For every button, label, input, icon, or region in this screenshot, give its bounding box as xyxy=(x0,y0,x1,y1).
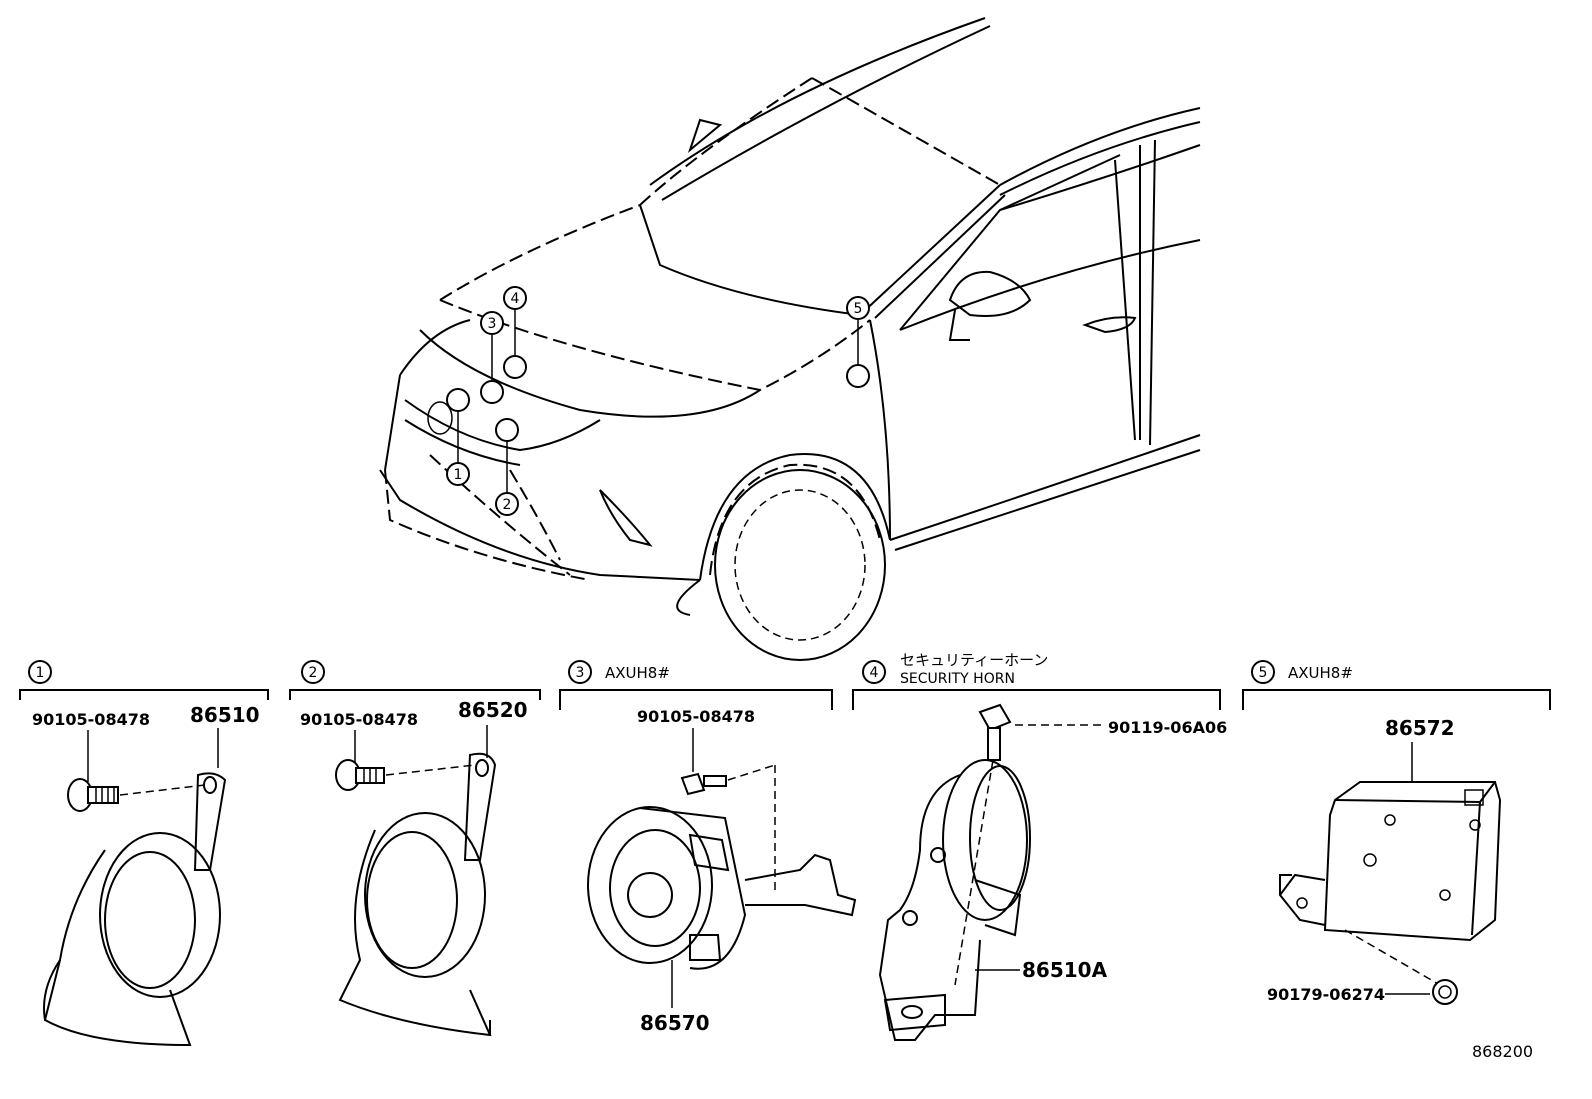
svg-text:3: 3 xyxy=(488,316,497,332)
horn-icon xyxy=(43,772,227,1047)
section-3-number: 3 xyxy=(576,665,585,681)
section-2: 2 90105-08478 86520 xyxy=(289,660,541,1037)
section-5-number: 5 xyxy=(1259,665,1268,681)
part-86570[interactable]: 86570 xyxy=(640,1011,710,1035)
section-4-note-jp: セキュリティーホーン xyxy=(900,651,1048,669)
section-3-note: AXUH8# xyxy=(605,664,670,682)
callout-5: 5 xyxy=(846,296,870,320)
part-90105-08478-s2[interactable]: 90105-08478 xyxy=(300,710,418,729)
section-2-number: 2 xyxy=(309,665,318,681)
part-90105-08478-s1[interactable]: 90105-08478 xyxy=(32,710,150,729)
callout-3: 3 xyxy=(480,311,504,335)
vehicle-illustration: 1 2 3 4 5 xyxy=(379,17,1201,661)
figure-code: 868200 xyxy=(1472,1042,1533,1061)
section-4-number: 4 xyxy=(870,665,879,681)
svg-text:4: 4 xyxy=(511,291,520,307)
part-86572[interactable]: 86572 xyxy=(1385,716,1455,740)
part-90179-06274[interactable]: 90179-06274 xyxy=(1267,985,1385,1004)
section-5-note: AXUH8# xyxy=(1288,664,1353,682)
bolt-icon xyxy=(680,772,727,796)
part-86510[interactable]: 86510 xyxy=(190,703,260,727)
bolt-icon xyxy=(335,759,385,791)
location-marker-3 xyxy=(480,380,504,404)
security-horn-icon xyxy=(878,759,1031,1041)
section-4: 4 セキュリティーホーン SECURITY HORN 90119-06A06 8… xyxy=(852,651,1227,1041)
part-90119-06A06[interactable]: 90119-06A06 xyxy=(1108,718,1227,737)
part-86510A[interactable]: 86510A xyxy=(1022,958,1108,982)
callout-1: 1 xyxy=(446,462,470,486)
location-marker-1 xyxy=(446,388,470,412)
location-marker-5 xyxy=(846,364,870,388)
svg-text:2: 2 xyxy=(503,497,512,513)
location-marker-4 xyxy=(503,355,527,379)
callout-4: 4 xyxy=(503,286,527,310)
callout-2: 2 xyxy=(495,492,519,516)
section-4-note: SECURITY HORN xyxy=(900,671,1015,687)
part-86520[interactable]: 86520 xyxy=(458,698,528,722)
section-1: 1 90105-08478 86510 xyxy=(19,660,269,1047)
nut-icon xyxy=(1432,979,1458,1005)
location-marker-2 xyxy=(495,418,519,442)
screw-icon xyxy=(978,703,1012,761)
control-module-icon xyxy=(1278,781,1502,942)
section-1-number: 1 xyxy=(36,665,45,681)
svg-text:5: 5 xyxy=(854,301,863,317)
part-90105-08478-s3[interactable]: 90105-08478 xyxy=(637,707,755,726)
section-5: 5 AXUH8# 86572 90179-06274 xyxy=(1242,660,1551,1005)
svg-text:1: 1 xyxy=(454,467,463,483)
horn-icon xyxy=(338,752,497,1037)
bolt-icon xyxy=(67,778,119,812)
section-3: 3 AXUH8# 90105-08478 86570 xyxy=(559,660,857,1035)
siren-icon xyxy=(587,806,857,970)
